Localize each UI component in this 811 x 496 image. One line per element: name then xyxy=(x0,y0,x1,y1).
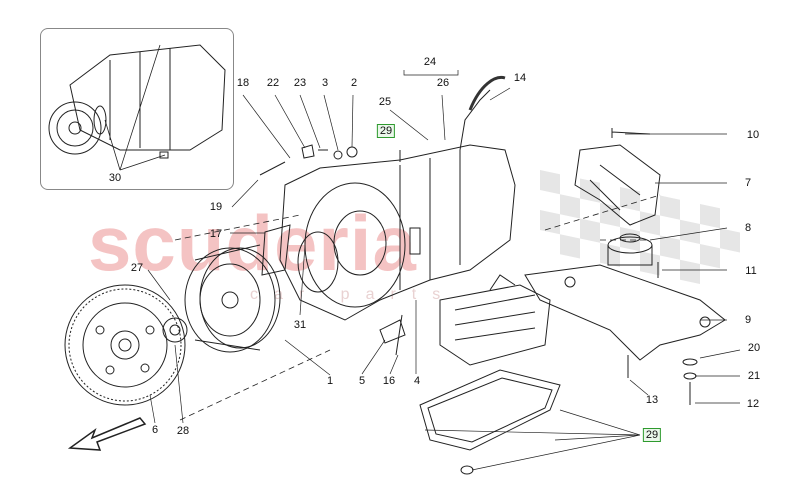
callout-8: 8 xyxy=(744,222,752,234)
washer-3-drawing xyxy=(333,150,343,160)
callout-27: 27 xyxy=(130,262,144,274)
nut-21-drawing xyxy=(683,372,697,380)
bolt-19-drawing xyxy=(259,161,286,176)
callout-16: 16 xyxy=(382,375,396,387)
callout-29-top: 29 xyxy=(376,124,396,138)
nut-2-drawing xyxy=(346,146,358,158)
bolt-16-drawing xyxy=(395,314,403,356)
seal-ring-drawing xyxy=(297,231,339,293)
callout-7: 7 xyxy=(744,177,752,189)
washer-20-drawing xyxy=(682,358,698,366)
callout-5: 5 xyxy=(358,375,366,387)
callout-17: 17 xyxy=(209,228,223,240)
oil-pan-drawing xyxy=(419,369,561,475)
seal-plate-drawing xyxy=(261,224,291,276)
valve-body-drawing xyxy=(439,274,551,366)
callout-2: 2 xyxy=(350,77,358,89)
callout-29-bottom: 29 xyxy=(642,428,662,442)
flex-plate-drawing xyxy=(162,317,188,343)
gearbox-housing-drawing xyxy=(279,76,516,321)
callout-22: 22 xyxy=(266,77,280,89)
watermark-sub: car parts xyxy=(250,286,457,303)
callout-30: 30 xyxy=(108,172,122,184)
torque-converter-drawing xyxy=(184,244,281,353)
callout-31: 31 xyxy=(293,319,307,331)
sensor-22-drawing xyxy=(301,144,315,159)
watermark-brand: scuderia xyxy=(88,199,417,287)
detail-inset xyxy=(40,28,234,190)
bolt-10-drawing xyxy=(611,128,651,138)
callout-11: 11 xyxy=(745,265,757,277)
callout-26: 26 xyxy=(436,77,450,89)
mount-bracket-drawing xyxy=(574,144,661,226)
front-arrow-icon xyxy=(67,417,147,451)
callout-3: 3 xyxy=(321,77,329,89)
flywheel-drawing xyxy=(64,284,186,406)
inset-transmission-drawing xyxy=(48,44,226,159)
callout-23: 23 xyxy=(293,77,307,89)
callout-10: 10 xyxy=(746,129,760,141)
callout-18: 18 xyxy=(236,77,250,89)
callout-4: 4 xyxy=(413,375,421,387)
callout-1: 1 xyxy=(326,375,334,387)
callout-19: 19 xyxy=(209,201,223,213)
callout-12: 12 xyxy=(746,398,760,410)
callout-21: 21 xyxy=(747,370,761,382)
callout-13: 13 xyxy=(645,394,659,406)
callout-20: 20 xyxy=(747,342,761,354)
callout-14: 14 xyxy=(513,72,527,84)
callout-9: 9 xyxy=(744,314,752,326)
rubber-mount-drawing xyxy=(607,233,653,266)
callout-24: 24 xyxy=(423,56,437,68)
callout-28: 28 xyxy=(176,425,190,437)
callout-25: 25 xyxy=(378,96,392,108)
crossmember-drawing xyxy=(524,264,726,361)
bracket-5-drawing xyxy=(379,319,406,344)
callout-6: 6 xyxy=(151,424,159,436)
